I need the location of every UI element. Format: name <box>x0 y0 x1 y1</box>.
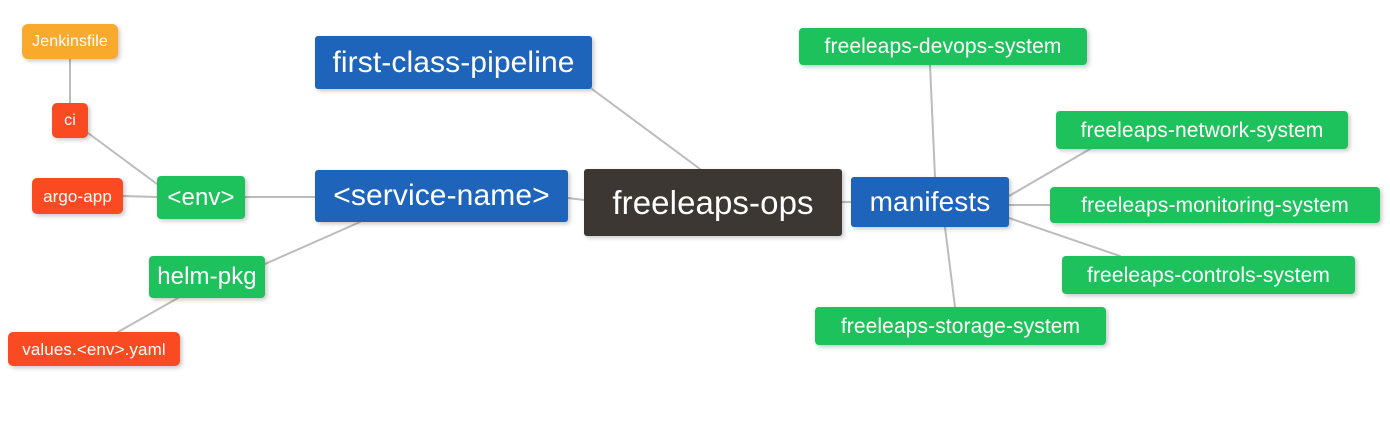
mindmap-node-argo-app[interactable]: argo-app <box>32 178 123 214</box>
node-label: freeleaps-monitoring-system <box>1081 193 1349 217</box>
mindmap-node-manifests[interactable]: manifests <box>851 177 1009 227</box>
node-label: freeleaps-network-system <box>1080 118 1324 142</box>
mindmap-node-first-class-pipeline[interactable]: first-class-pipeline <box>315 36 592 89</box>
node-label: freeleaps-controls-system <box>1087 263 1330 287</box>
edge-service-name-to-helm-pkg <box>264 221 361 265</box>
edge-manifests-to-controls-system <box>1008 217 1121 257</box>
edge-first-class-pipeline-to-freeleaps-ops <box>591 88 701 170</box>
mindmap-node-jenkinsfile[interactable]: Jenkinsfile <box>22 24 118 59</box>
node-label: <service-name> <box>333 179 550 212</box>
node-label: helm-pkg <box>157 263 257 290</box>
node-label: manifests <box>869 186 991 217</box>
mindmap-node-helm-pkg[interactable]: helm-pkg <box>149 256 265 298</box>
node-label: argo-app <box>43 186 112 206</box>
node-label: ci <box>64 111 76 129</box>
node-label: freeleaps-storage-system <box>840 314 1081 338</box>
edge-service-name-to-freeleaps-ops <box>567 197 585 201</box>
edge-helm-pkg-to-values-yaml <box>117 297 179 333</box>
edge-manifests-to-storage-system <box>944 226 956 308</box>
node-label: freeleaps-ops <box>612 184 814 221</box>
edge-ci-to-env <box>87 132 158 185</box>
node-label: first-class-pipeline <box>332 45 575 79</box>
mindmap-node-monitoring-system[interactable]: freeleaps-monitoring-system <box>1050 187 1380 223</box>
mindmap-node-storage-system[interactable]: freeleaps-storage-system <box>815 307 1106 345</box>
node-label: Jenkinsfile <box>32 32 108 50</box>
mindmap-node-env[interactable]: <env> <box>157 176 245 219</box>
mindmap-node-network-system[interactable]: freeleaps-network-system <box>1056 111 1348 149</box>
edge-manifests-to-devops-system <box>929 64 936 178</box>
node-label: freeleaps-devops-system <box>824 35 1062 58</box>
mindmap-node-ci[interactable]: ci <box>52 103 88 138</box>
node-label: values.<env>.yaml <box>22 339 166 359</box>
mindmap-node-service-name[interactable]: <service-name> <box>315 170 568 222</box>
node-label: <env> <box>167 183 235 211</box>
edge-argo-app-to-env <box>122 195 158 198</box>
mindmap-node-devops-system[interactable]: freeleaps-devops-system <box>799 28 1087 65</box>
mindmap-node-values-yaml[interactable]: values.<env>.yaml <box>8 332 180 366</box>
mindmap-node-controls-system[interactable]: freeleaps-controls-system <box>1062 256 1355 294</box>
mindmap-node-freeleaps-ops[interactable]: freeleaps-ops <box>584 169 842 236</box>
